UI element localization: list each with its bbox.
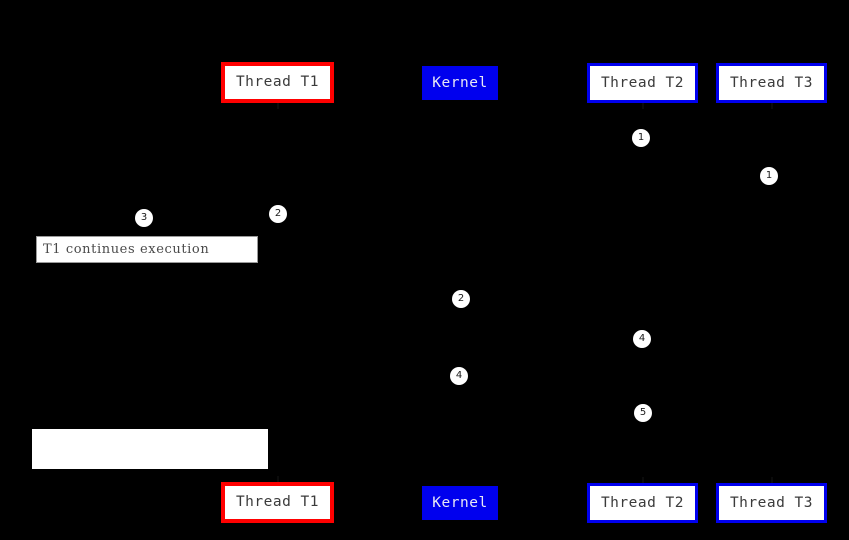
participant-label: Thread T1 <box>235 494 320 511</box>
badge-t2-1: 1 <box>632 129 650 147</box>
participant-label: Thread T3 <box>729 494 814 511</box>
stub-t1-top <box>277 103 279 109</box>
participant-label: Kernel <box>432 74 488 91</box>
badge-t2-4: 4 <box>633 330 651 348</box>
stub-t1-bot <box>277 476 279 482</box>
participant-label: Kernel <box>432 494 488 511</box>
stub-t2-top <box>642 103 644 109</box>
note-blank-note <box>32 429 268 469</box>
badge-t2-5: 5 <box>634 404 652 422</box>
participant-kernel[interactable]: Kernel <box>422 66 498 100</box>
participant-thread-t2[interactable]: Thread T2 <box>587 483 698 523</box>
note-t1-continues-execution: T1 continues execution <box>36 236 258 263</box>
participant-thread-t1[interactable]: Thread T1 <box>221 482 334 523</box>
note-label: T1 continues execution <box>43 242 210 257</box>
stub-t3-top <box>771 103 773 109</box>
stub-t3-bot <box>771 477 773 483</box>
badge-t3-1: 1 <box>760 167 778 185</box>
badge-kernel-4: 4 <box>450 367 468 385</box>
participant-label: Thread T2 <box>600 494 685 511</box>
participant-label: Thread T1 <box>235 74 320 91</box>
participant-kernel[interactable]: Kernel <box>422 486 498 520</box>
participant-label: Thread T2 <box>600 74 685 91</box>
participant-thread-t3[interactable]: Thread T3 <box>716 483 827 523</box>
badge-kernel-2: 2 <box>452 290 470 308</box>
participant-thread-t2[interactable]: Thread T2 <box>587 63 698 103</box>
stub-t2-bot <box>642 477 644 483</box>
participant-thread-t3[interactable]: Thread T3 <box>716 63 827 103</box>
badge-t1-2: 2 <box>269 205 287 223</box>
participant-thread-t1[interactable]: Thread T1 <box>221 62 334 103</box>
badge-t1-3: 3 <box>135 209 153 227</box>
participant-label: Thread T3 <box>729 74 814 91</box>
